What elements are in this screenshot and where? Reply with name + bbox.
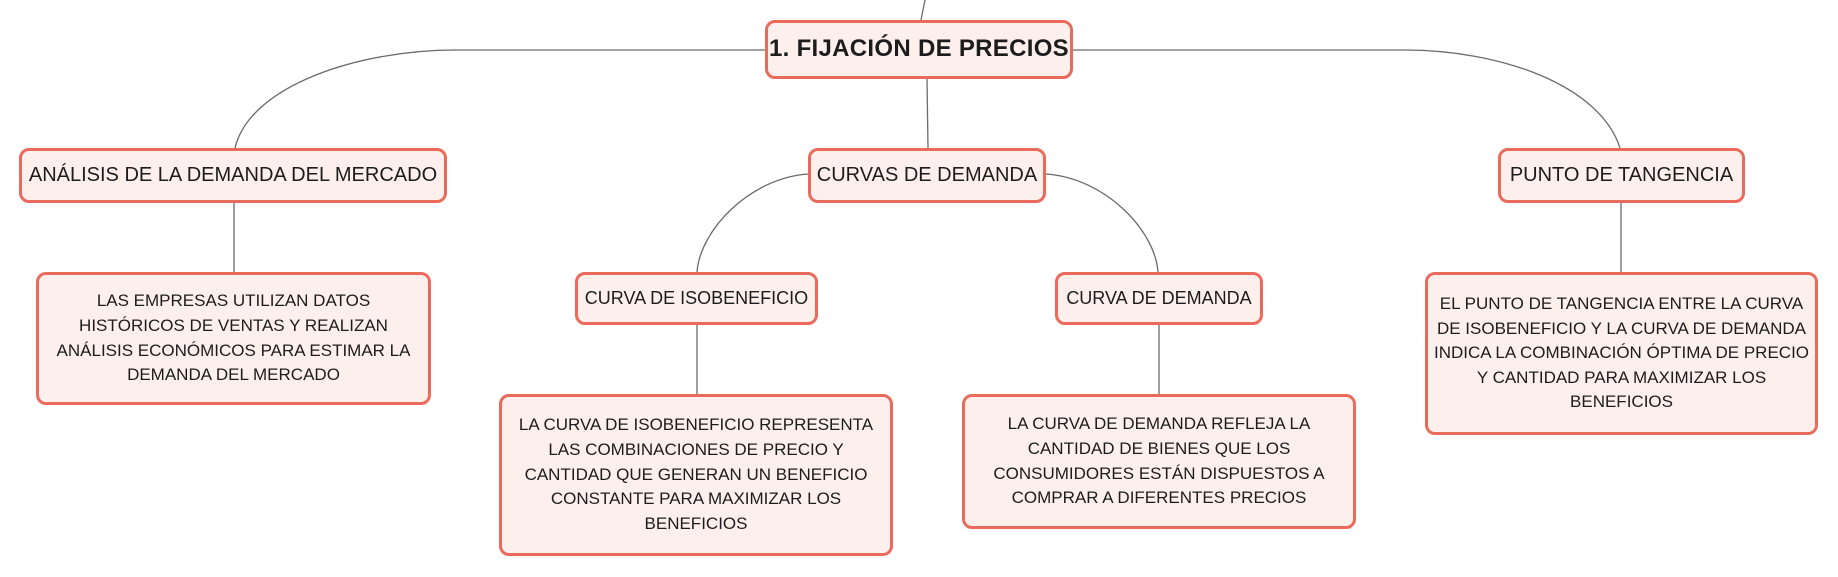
topic-node-analisis-demanda[interactable]: ANÁLISIS DE LA DEMANDA DEL MERCADO	[19, 148, 447, 203]
connector-root-to-tangencia	[1073, 49, 1621, 149]
detail-text-punto-tangencia: EL PUNTO DE TANGENCIA ENTRE LA CURVA DE …	[1434, 293, 1810, 412]
detail-text-curva-isobeneficio: LA CURVA DE ISOBENEFICIO REPRESENTA LAS …	[518, 415, 874, 533]
root-topic-label: 1. FIJACIÓN DE PRECIOS	[769, 35, 1069, 63]
connector-curvas-to-demanda	[1045, 173, 1159, 273]
detail-node-curva-demanda[interactable]: LA CURVA DE DEMANDA REFLEJA LA CANTIDAD …	[962, 394, 1356, 529]
topic-node-curvas-demanda[interactable]: CURVAS DE DEMANDA	[808, 148, 1046, 203]
detail-text-curva-demanda: LA CURVA DE DEMANDA REFLEJA LA CANTIDAD …	[993, 414, 1325, 508]
detail-node-punto-tangencia[interactable]: EL PUNTO DE TANGENCIA ENTRE LA CURVA DE …	[1425, 272, 1818, 435]
detail-text-analisis-demanda: LAS EMPRESAS UTILIZAN DATOS HISTÓRICOS D…	[56, 291, 411, 385]
topic-label-curvas-demanda: CURVAS DE DEMANDA	[816, 164, 1038, 186]
connector-parent-to-root	[920, 0, 926, 21]
root-topic-node[interactable]: 1. FIJACIÓN DE PRECIOS	[765, 20, 1073, 79]
topic-label-punto-tangencia: PUNTO DE TANGENCIA	[1509, 164, 1734, 186]
connector-curvas-to-isobeneficio	[696, 173, 809, 273]
detail-node-curva-isobeneficio[interactable]: LA CURVA DE ISOBENEFICIO REPRESENTA LAS …	[499, 394, 893, 556]
topic-label-analisis-demanda: ANÁLISIS DE LA DEMANDA DEL MERCADO	[28, 164, 438, 186]
subtopic-node-curva-isobeneficio[interactable]: CURVA DE ISOBENEFICIO	[575, 272, 818, 325]
subtopic-label-curva-demanda: CURVA DE DEMANDA	[1066, 288, 1252, 309]
connector-root-to-analisis	[234, 49, 765, 149]
detail-node-analisis-demanda[interactable]: LAS EMPRESAS UTILIZAN DATOS HISTÓRICOS D…	[36, 272, 431, 405]
subtopic-node-curva-demanda[interactable]: CURVA DE DEMANDA	[1055, 272, 1263, 325]
topic-node-punto-tangencia[interactable]: PUNTO DE TANGENCIA	[1498, 148, 1745, 203]
connector-root-to-curvas	[926, 78, 929, 149]
subtopic-label-curva-isobeneficio: CURVA DE ISOBENEFICIO	[584, 288, 809, 309]
